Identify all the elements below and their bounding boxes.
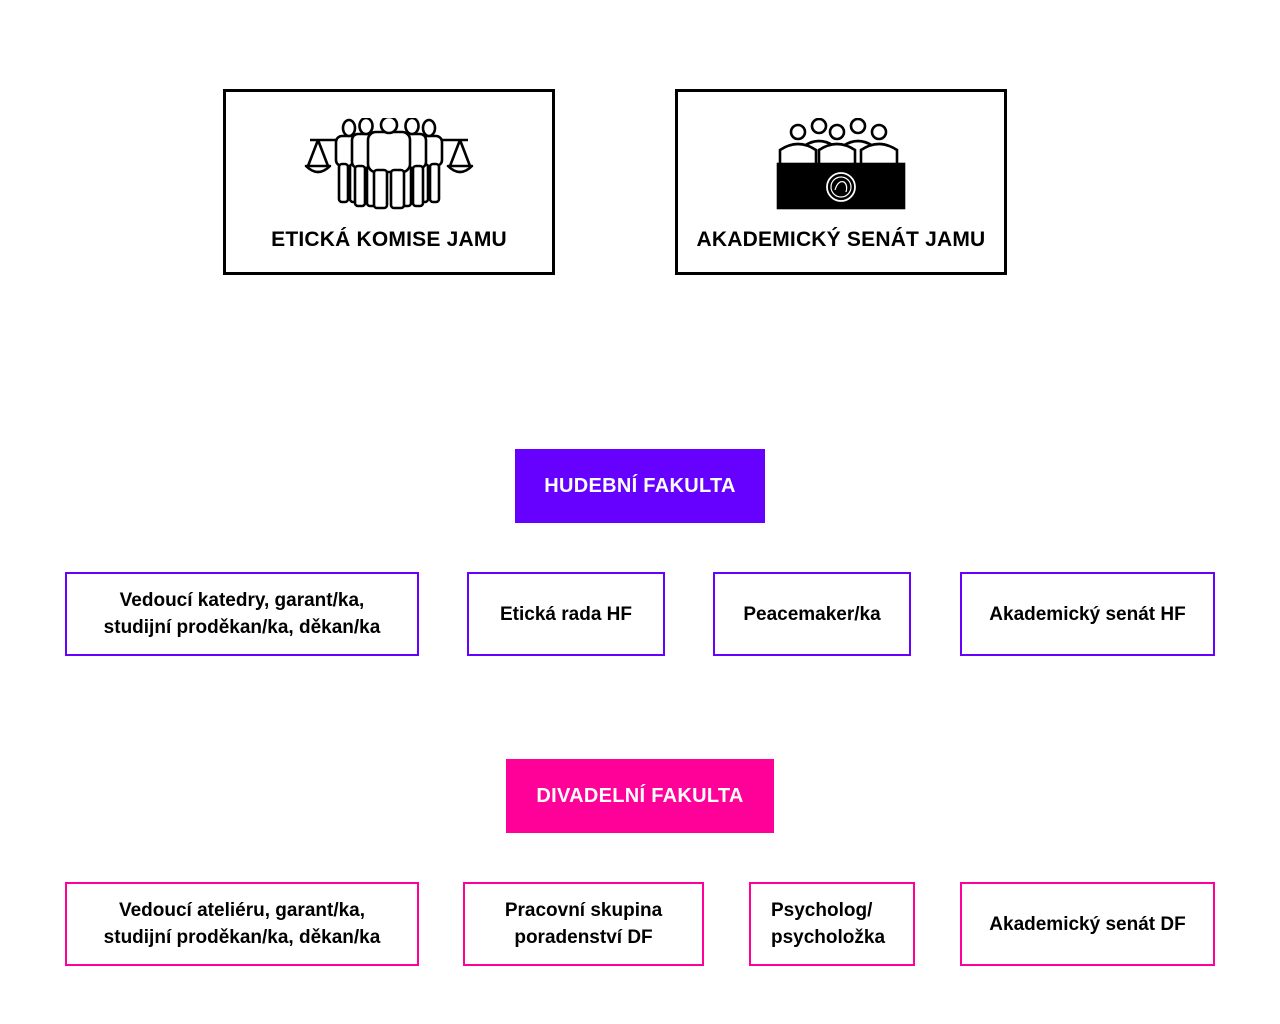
hf-node-label: Vedoucí katedry, garant/ka, studijní pro… — [103, 590, 381, 638]
music-faculty-heading: HUDEBNÍ FAKULTA — [515, 449, 765, 523]
academic-senate-label: AKADEMICKÝ SENÁT JAMU — [696, 228, 986, 251]
df-node-psychologist: Psycholog/ psycholožka — [749, 882, 915, 966]
hf-node-academic-senate: Akademický senát HF — [960, 572, 1215, 656]
hf-node-department-head: Vedoucí katedry, garant/ka, studijní pro… — [65, 572, 419, 656]
df-node-academic-senate: Akademický senát DF — [960, 882, 1215, 966]
df-node-label: Vedoucí ateliéru, garant/ka, studijní pr… — [103, 900, 381, 948]
df-node-label: Pracovní skupina poradenství DF — [504, 900, 663, 948]
scales-people-icon — [226, 118, 552, 214]
hf-node-label: Akademický senát HF — [989, 603, 1186, 625]
ethics-committee-box: ETICKÁ KOMISE JAMU — [223, 89, 555, 275]
df-node-label: Psycholog/ psycholožka — [771, 900, 886, 948]
hf-node-ethics-board: Etická rada HF — [467, 572, 665, 656]
senate-bench-icon — [678, 118, 1004, 214]
hf-node-peacemaker: Peacemaker/ka — [713, 572, 911, 656]
academic-senate-box: AKADEMICKÝ SENÁT JAMU — [675, 89, 1007, 275]
df-node-counselling-group: Pracovní skupina poradenství DF — [463, 882, 704, 966]
df-node-studio-head: Vedoucí ateliéru, garant/ka, studijní pr… — [65, 882, 419, 966]
theatre-faculty-heading: DIVADELNÍ FAKULTA — [506, 759, 774, 833]
hf-node-label: Etická rada HF — [500, 603, 632, 625]
ethics-committee-label: ETICKÁ KOMISE JAMU — [271, 228, 507, 251]
hf-node-label: Peacemaker/ka — [743, 603, 881, 625]
df-node-label: Akademický senát DF — [989, 913, 1186, 935]
